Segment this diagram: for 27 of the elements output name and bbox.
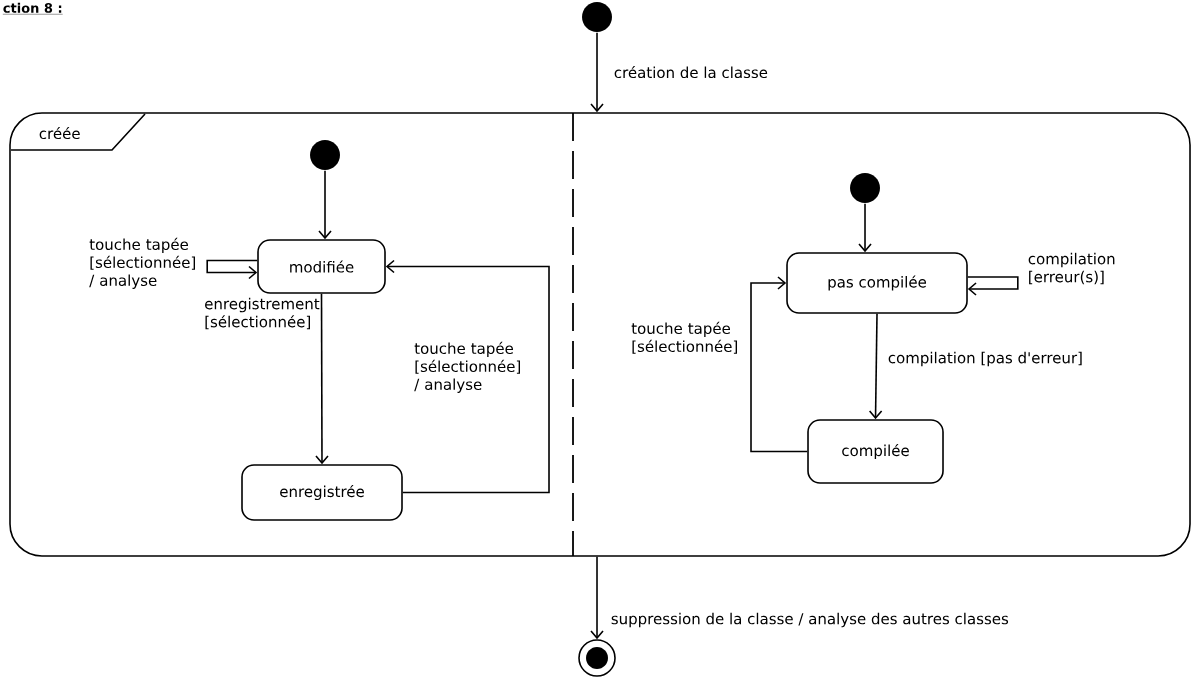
arrow bbox=[590, 556, 604, 640]
heading-text: ction 8 : bbox=[2, 2, 63, 15]
arrow bbox=[967, 276, 1019, 296]
edge-label: compilation [pas d'erreur] bbox=[888, 351, 1082, 367]
final-state bbox=[578, 639, 616, 677]
initial-state bbox=[310, 140, 340, 170]
edge-label: suppression de la classe / analyse des autres classes bbox=[611, 612, 1009, 628]
state-box: enregistrée bbox=[241, 464, 403, 521]
initial-state bbox=[850, 173, 880, 203]
arrow bbox=[385, 259, 550, 494]
state-box: compilée bbox=[807, 419, 944, 484]
arrow bbox=[206, 259, 258, 280]
edge-label: touche tapée [sélectionnée] / analyse bbox=[414, 341, 520, 393]
arrow bbox=[868, 313, 883, 420]
edge-label: touche tapée [sélectionnée] / analyse bbox=[89, 237, 195, 289]
arrow bbox=[858, 203, 872, 253]
arrow bbox=[590, 32, 604, 113]
edge-label: création de la classe bbox=[614, 65, 768, 79]
edge-label: touche tapée [sélectionnée] bbox=[631, 321, 737, 354]
state-box: modifiée bbox=[257, 239, 386, 294]
initial-state bbox=[582, 2, 612, 32]
arrow bbox=[318, 170, 332, 240]
edge-label: compilation [erreur(s)] bbox=[1028, 252, 1115, 285]
arrow bbox=[750, 276, 808, 453]
arrow bbox=[315, 293, 329, 465]
edge-label: enregistrement [sélectionnée] bbox=[205, 297, 320, 330]
state-box: pas compilée bbox=[786, 252, 968, 314]
